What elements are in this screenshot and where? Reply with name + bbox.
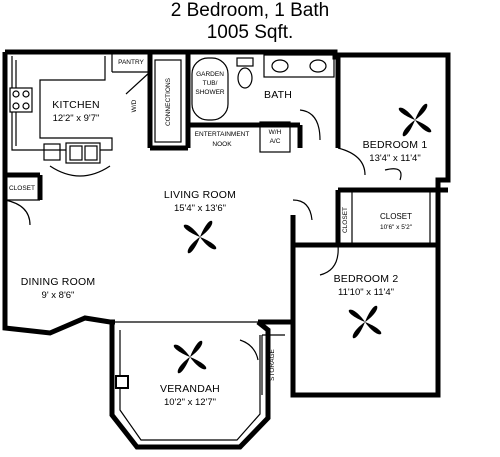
garden-tub-label-3: SHOWER <box>195 89 225 96</box>
wd-connections-label: CONNECTIONS <box>165 77 172 126</box>
bedroom2-label: BEDROOM 2 <box>334 273 399 285</box>
living-room-label: LIVING ROOM <box>164 189 236 201</box>
closet-left-label: CLOSET <box>9 185 35 192</box>
floorplan-title: 2 Bedroom, 1 Bath <box>170 0 330 21</box>
verandah-dim: 10'2" x 12'7" <box>164 397 216 408</box>
living-room-dim: 15'4" x 13'6" <box>174 203 226 214</box>
dishwasher-icon <box>43 143 61 161</box>
door-swings <box>4 147 402 361</box>
closet-bedroom1-label: CLOSET <box>380 212 412 221</box>
dining-room-label: DINING ROOM <box>21 276 96 288</box>
sink-icon <box>65 142 101 164</box>
pantry-label: PANTRY <box>118 59 144 66</box>
garden-tub-label-2: TUB/ <box>203 80 218 87</box>
laundry-area <box>125 59 182 143</box>
ceiling-fan-icon <box>183 220 217 254</box>
floorplan-sqft: 1005 Sqft. <box>206 22 294 43</box>
bedroom1-label: BEDROOM 1 <box>363 139 428 151</box>
entertainment-nook-label: NOOK <box>212 141 232 148</box>
verandah-outline <box>109 320 271 450</box>
wd-label: W/D <box>131 99 138 112</box>
wh-label: W/H <box>269 129 282 136</box>
bath-label: BATH <box>264 89 292 101</box>
bedroom1-dim: 13'4" x 11'4" <box>369 153 420 164</box>
ceiling-fan-icon <box>173 340 207 374</box>
ceiling-fan-icon <box>348 305 382 339</box>
ac-label: A/C <box>270 138 281 145</box>
interior-walls <box>5 52 448 395</box>
closet-vertical-label: CLOSET <box>342 207 349 233</box>
kitchen-dim: 12'2" x 9'7" <box>53 113 100 124</box>
toilet-icon <box>237 67 253 89</box>
water-heater-icon <box>259 121 291 153</box>
closet-bedroom1-dim: 10'6" x 5'2" <box>380 224 413 231</box>
bath-fixtures <box>191 54 335 153</box>
bedroom2-dim: 11'10" x 11'4" <box>338 287 394 298</box>
entertainment-label: ENTERTAINMENT <box>195 131 250 138</box>
kitchen-counters <box>9 56 113 177</box>
stove-icon <box>9 87 33 113</box>
verandah-label: VERANDAH <box>160 383 220 395</box>
dining-room-dim: 9' x 8'6" <box>42 290 75 301</box>
storage-label: STORAGE <box>269 349 276 381</box>
kitchen-label: KITCHEN <box>52 99 100 111</box>
garden-tub-label-1: GARDEN <box>196 71 224 78</box>
ceiling-fan-icon <box>398 103 432 137</box>
garden-tub-icon <box>191 57 229 121</box>
vanity-icon <box>263 54 335 78</box>
